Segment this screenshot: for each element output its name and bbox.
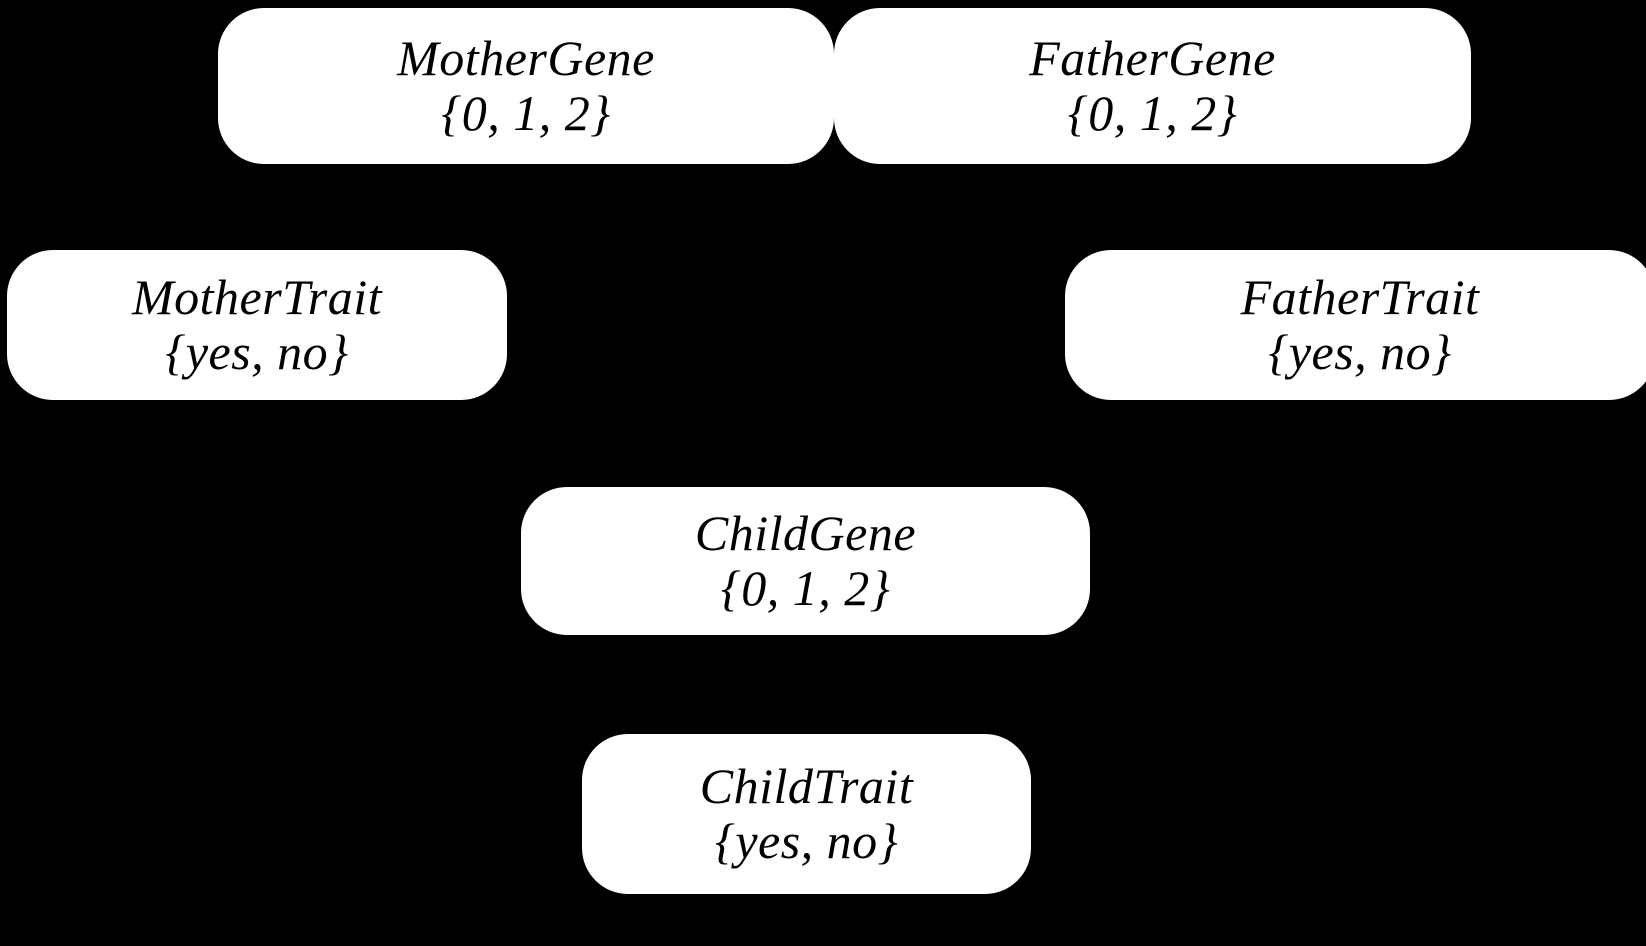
node-mother-gene[interactable]: MotherGene {0, 1, 2}: [218, 8, 834, 164]
node-mother-gene-title: MotherGene: [397, 30, 655, 86]
node-mother-trait-domain: {yes, no}: [165, 324, 349, 380]
node-father-trait-title: FatherTrait: [1240, 269, 1480, 325]
node-child-gene-domain: {0, 1, 2}: [720, 560, 891, 616]
node-father-trait[interactable]: FatherTrait {yes, no}: [1065, 250, 1646, 400]
node-child-trait-title: ChildTrait: [699, 758, 914, 814]
node-child-gene[interactable]: ChildGene {0, 1, 2}: [521, 487, 1090, 635]
node-mother-trait[interactable]: MotherTrait {yes, no}: [7, 250, 507, 400]
node-father-gene[interactable]: FatherGene {0, 1, 2}: [834, 8, 1471, 164]
node-father-gene-title: FatherGene: [1029, 30, 1276, 86]
node-mother-trait-title: MotherTrait: [132, 269, 382, 325]
node-child-gene-title: ChildGene: [694, 505, 917, 561]
node-child-trait-domain: {yes, no}: [714, 813, 899, 869]
node-father-trait-domain: {yes, no}: [1268, 324, 1452, 380]
node-child-trait[interactable]: ChildTrait {yes, no}: [582, 734, 1031, 894]
node-father-gene-domain: {0, 1, 2}: [1067, 85, 1238, 141]
node-mother-gene-domain: {0, 1, 2}: [441, 85, 611, 141]
